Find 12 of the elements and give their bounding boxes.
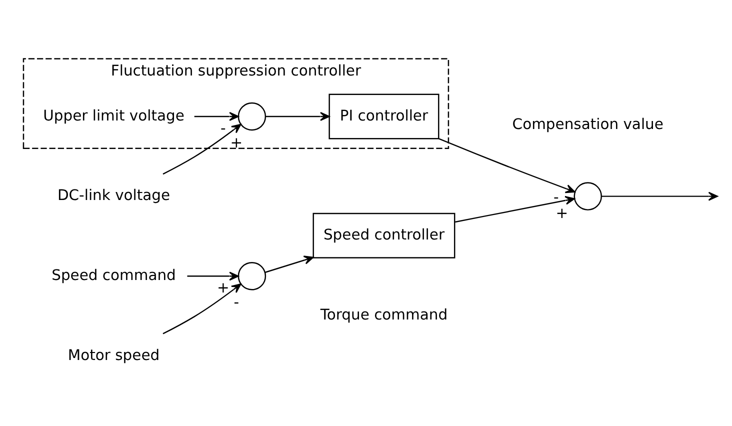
edge-label: - <box>220 119 226 136</box>
label: Torque command <box>320 306 448 323</box>
node-text: Upper limit voltage <box>43 106 184 124</box>
edge-label: + <box>556 204 568 222</box>
edge-label: + <box>230 134 243 151</box>
node-text: Speed command <box>52 266 176 284</box>
edge-label: - <box>553 188 559 206</box>
node-text: Motor speed <box>68 346 160 364</box>
edge-label: - <box>234 294 240 311</box>
edge-label: + <box>217 279 230 296</box>
label: Compensation value <box>512 115 664 132</box>
node-text: DC-link voltage <box>57 186 170 204</box>
